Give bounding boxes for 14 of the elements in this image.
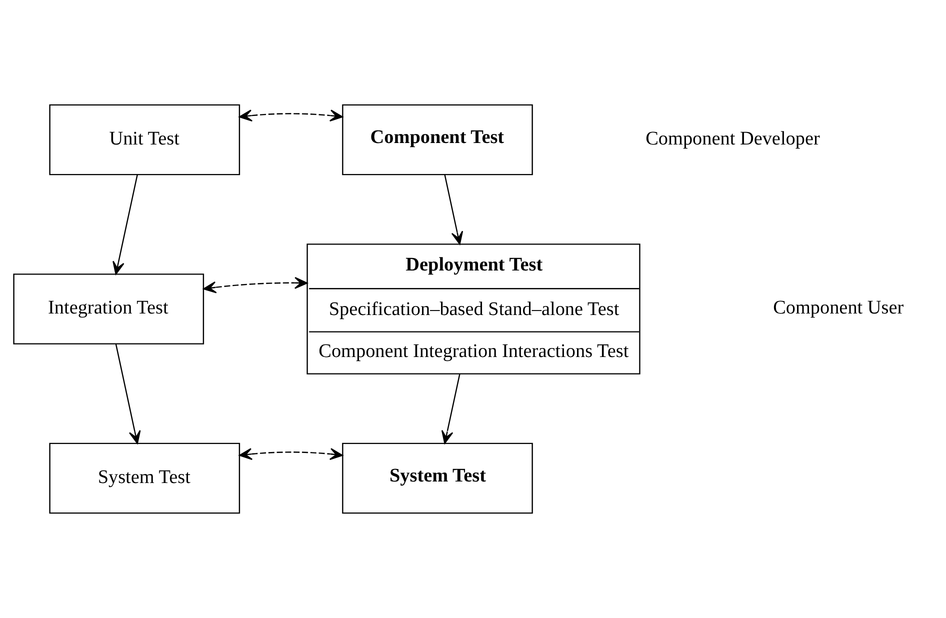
- arrow: [202, 276, 308, 294]
- node-box: Unit Test: [48, 104, 240, 176]
- node-box: System Test: [48, 442, 240, 514]
- node-box: Integration Test: [12, 274, 204, 344]
- arrow: [440, 374, 460, 444]
- arrow: [238, 110, 343, 122]
- node-box: Component Test: [342, 104, 532, 176]
- arrow: [114, 344, 140, 444]
- arrow: [112, 174, 138, 275]
- label: Component Developer: [645, 128, 820, 150]
- label: Component User: [772, 298, 904, 319]
- arrow: [444, 174, 463, 245]
- node-box: System Test: [342, 442, 532, 514]
- arrow: [238, 448, 343, 460]
